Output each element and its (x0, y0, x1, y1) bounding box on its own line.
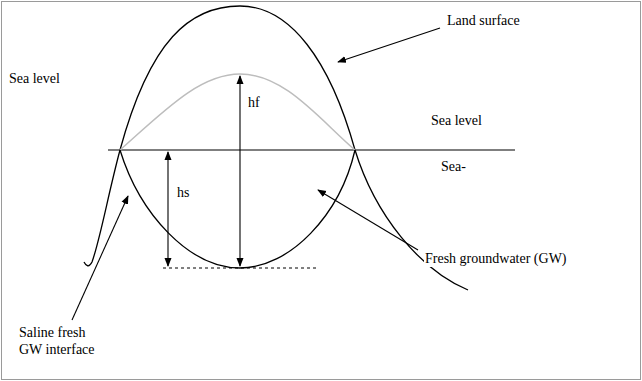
hf-dimension (239, 76, 240, 266)
interface-label: Saline fresh GW interface (18, 324, 112, 358)
land-surface-label: Land surface (446, 12, 521, 29)
dimension-label: hf (247, 94, 261, 111)
land-surface-leader (338, 28, 440, 62)
groundwater-label: Fresh groundwater (GW) (424, 250, 568, 267)
sea-level-label: Sea level (8, 70, 61, 87)
hs-dimension (167, 152, 168, 266)
dimension-label: hs (176, 184, 190, 201)
base-dashed-line (163, 268, 318, 269)
groundwater-leader (318, 190, 418, 250)
sea-label: Sea- (440, 158, 467, 175)
interface-curve (120, 150, 355, 268)
sea-level-line (108, 149, 515, 150)
interface-leader (72, 196, 128, 320)
seabed-curve (84, 150, 120, 266)
sea-level-label: Sea level (430, 112, 483, 129)
water-table-curve (120, 74, 355, 150)
land-surface-curve (120, 6, 468, 290)
